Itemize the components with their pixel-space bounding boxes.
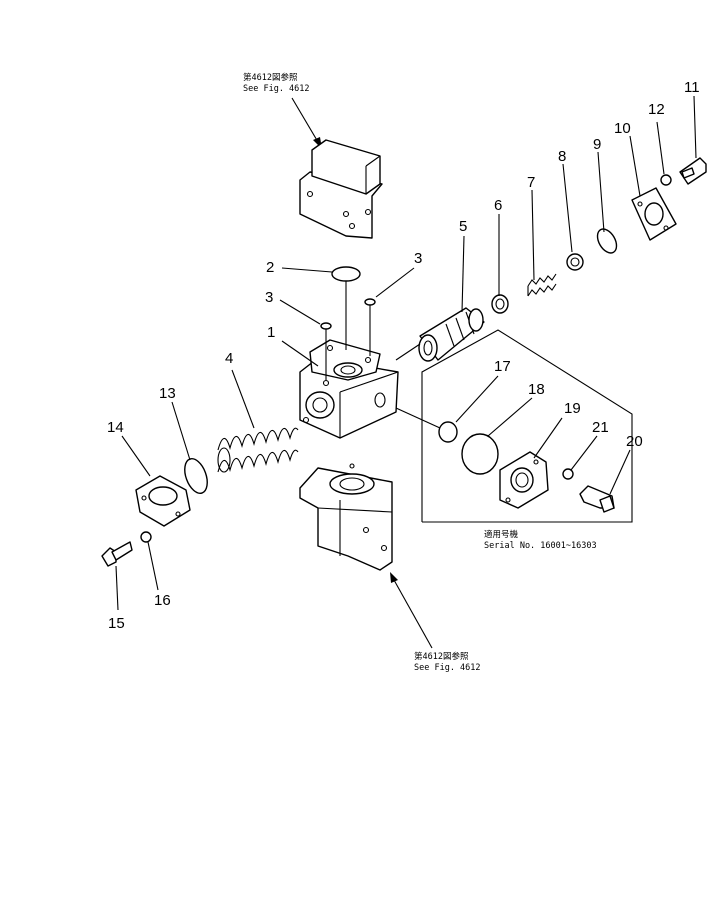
callout-16: 16 xyxy=(154,592,171,609)
callout-4: 4 xyxy=(225,350,233,367)
upper-body-part xyxy=(299,139,383,239)
plate-18 xyxy=(461,433,499,475)
serial-bracket xyxy=(421,329,633,523)
callout-2: 2 xyxy=(266,259,274,276)
callout-8: 8 xyxy=(558,148,566,165)
part-number-labels: 1 2 3 3 4 5 6 7 8 9 10 11 12 13 14 15 16… xyxy=(107,79,700,632)
washer-21 xyxy=(562,468,574,480)
callout-3a: 3 xyxy=(265,289,273,306)
axis-spool xyxy=(395,343,421,361)
callout-12: 12 xyxy=(648,101,665,118)
callout-17: 17 xyxy=(494,358,511,375)
callout-20: 20 xyxy=(626,433,643,450)
o-ring-2 xyxy=(331,266,361,282)
spool-5 xyxy=(418,307,485,362)
nut-6 xyxy=(491,294,509,314)
flange-19 xyxy=(499,451,549,509)
o-ring-3a xyxy=(320,322,332,330)
callout-13: 13 xyxy=(159,385,176,402)
callout-6: 6 xyxy=(494,197,502,214)
axis-o-ring-17 xyxy=(395,407,441,429)
spring-7 xyxy=(527,273,557,297)
cover-10 xyxy=(631,187,677,241)
ref-top-line2: See Fig. 4612 xyxy=(243,84,310,94)
washer-16 xyxy=(140,531,152,543)
o-ring-9 xyxy=(596,228,618,254)
callout-7: 7 xyxy=(527,174,535,191)
valve-body xyxy=(299,339,399,439)
callout-14: 14 xyxy=(107,419,124,436)
bolt-20 xyxy=(579,485,615,513)
bolt-11 xyxy=(679,157,707,185)
callout-18: 18 xyxy=(528,381,545,398)
serial-line2: Serial No. 16001~16303 xyxy=(484,541,597,551)
ref-arrow-top xyxy=(291,97,322,149)
bolt-15 xyxy=(101,541,133,567)
leader-lines xyxy=(115,95,697,611)
washer-12 xyxy=(660,174,672,186)
callout-21: 21 xyxy=(592,419,609,436)
o-ring-17 xyxy=(438,421,458,443)
callout-3b: 3 xyxy=(414,250,422,267)
callout-9: 9 xyxy=(593,136,601,153)
callout-5: 5 xyxy=(459,218,467,235)
callout-10: 10 xyxy=(614,120,631,137)
ref-arrow-bottom xyxy=(390,572,433,649)
plug-8 xyxy=(566,253,584,271)
serial-line1: 適用号機 xyxy=(484,529,519,540)
lower-body-part xyxy=(299,463,393,571)
ref-bottom-line2: See Fig. 4612 xyxy=(414,663,481,673)
ref-top-line1: 第4612図参照 xyxy=(243,72,298,83)
callout-19: 19 xyxy=(564,400,581,417)
o-ring-3b xyxy=(364,298,376,306)
cover-14 xyxy=(135,475,191,527)
ref-bottom-line1: 第4612図参照 xyxy=(414,651,469,662)
spring-4 xyxy=(217,427,299,473)
callout-1: 1 xyxy=(267,324,275,341)
callout-15: 15 xyxy=(108,615,125,632)
callout-11: 11 xyxy=(684,79,700,96)
